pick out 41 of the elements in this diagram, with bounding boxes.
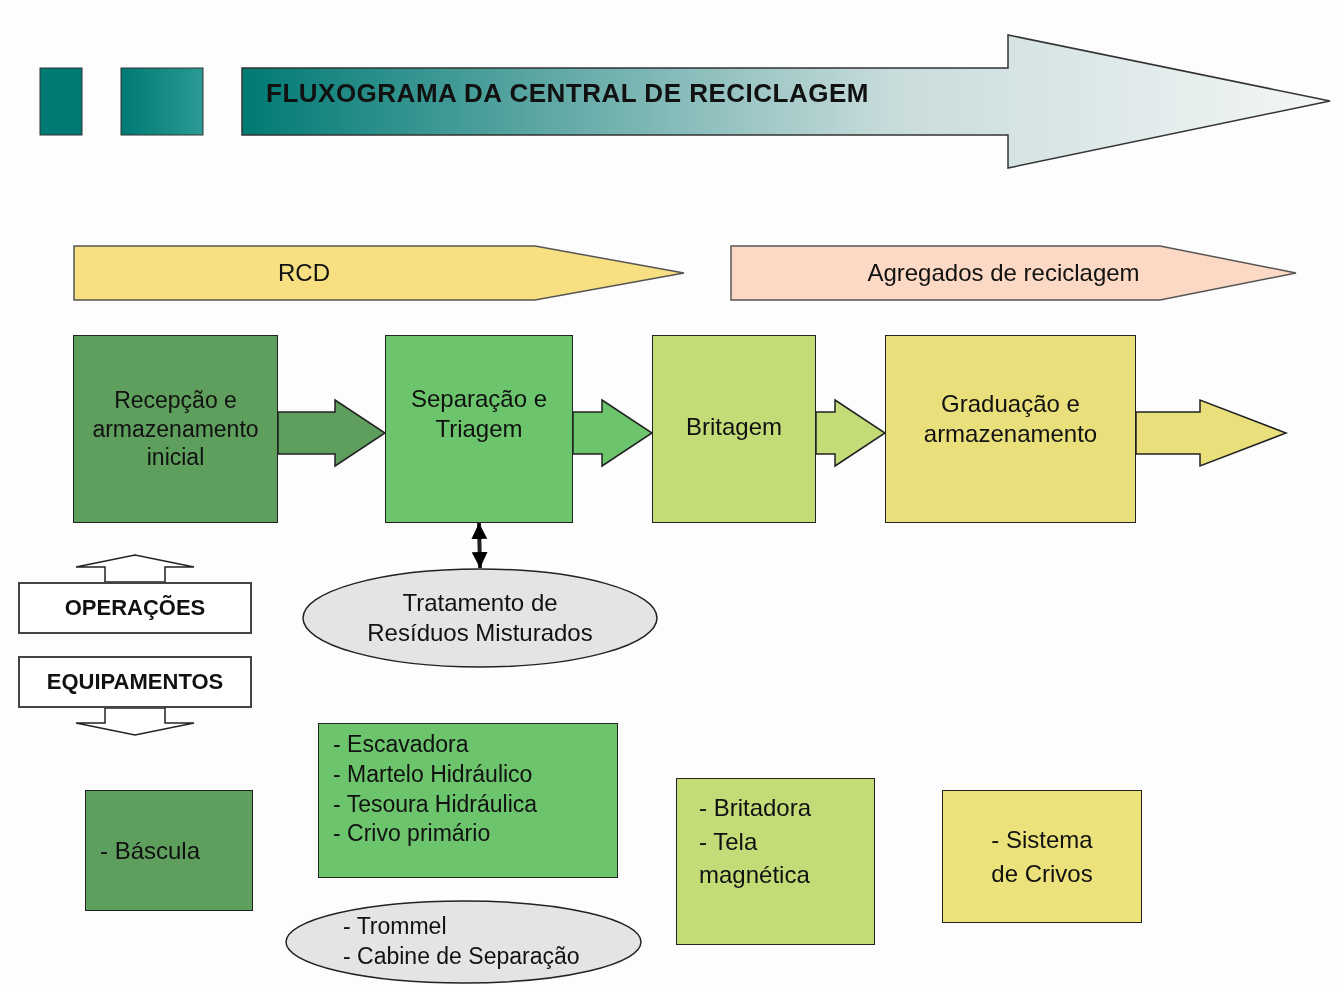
block-arrow <box>1135 398 1289 468</box>
ellipse-node <box>285 900 642 984</box>
node-label: Tratamento de Resíduos Misturados <box>366 588 594 648</box>
process-box <box>652 335 816 523</box>
node-label: Agregados de reciclagem <box>867 258 1140 288</box>
block-arrow <box>75 554 195 583</box>
process-box <box>676 778 875 945</box>
node-label: EQUIPAMENTOS <box>46 668 224 696</box>
process-box <box>85 790 253 911</box>
process-box <box>318 723 618 878</box>
node-label: Recepção e armazenamento inicial <box>91 385 260 473</box>
node-label: OPERAÇÕES <box>64 594 206 622</box>
block-arrow <box>572 398 654 468</box>
node-label: - Trommel <box>343 912 447 942</box>
block-arrow <box>815 398 887 468</box>
process-box <box>885 335 1136 523</box>
diagram-title: FLUXOGRAMA DA CENTRAL DE RECICLAGEM <box>266 78 869 109</box>
node-label: Graduação e armazenamento <box>922 389 1099 449</box>
node-label: Britagem <box>685 412 782 442</box>
label-box <box>18 582 252 634</box>
node-label: Separação e Triagem <box>409 384 549 444</box>
node-label: - Cabine de Separação <box>343 942 580 971</box>
process-box <box>385 335 573 523</box>
ellipse-node <box>302 568 658 668</box>
process-box <box>73 335 278 523</box>
process-box <box>942 790 1142 923</box>
node-label: - Tesoura Hidráulica <box>333 789 538 819</box>
node-label: - Tela magnética <box>699 826 811 891</box>
label-box <box>18 656 252 708</box>
node-label: RCD <box>278 258 330 288</box>
category-arrow-banner <box>730 245 1297 301</box>
node-label: - Escavadora <box>333 729 469 759</box>
node-label: - Crivo primário <box>333 819 491 849</box>
category-arrow-banner <box>73 245 685 301</box>
node-label: - Britadora <box>699 793 812 824</box>
block-arrow <box>75 707 195 736</box>
node-label: - Báscula <box>100 835 201 866</box>
node-label: - Sistema de Crivos <box>990 824 1094 889</box>
node-label: - Martelo Hidráulico <box>333 759 533 789</box>
double-arrow <box>471 522 488 569</box>
block-arrow <box>277 398 387 468</box>
